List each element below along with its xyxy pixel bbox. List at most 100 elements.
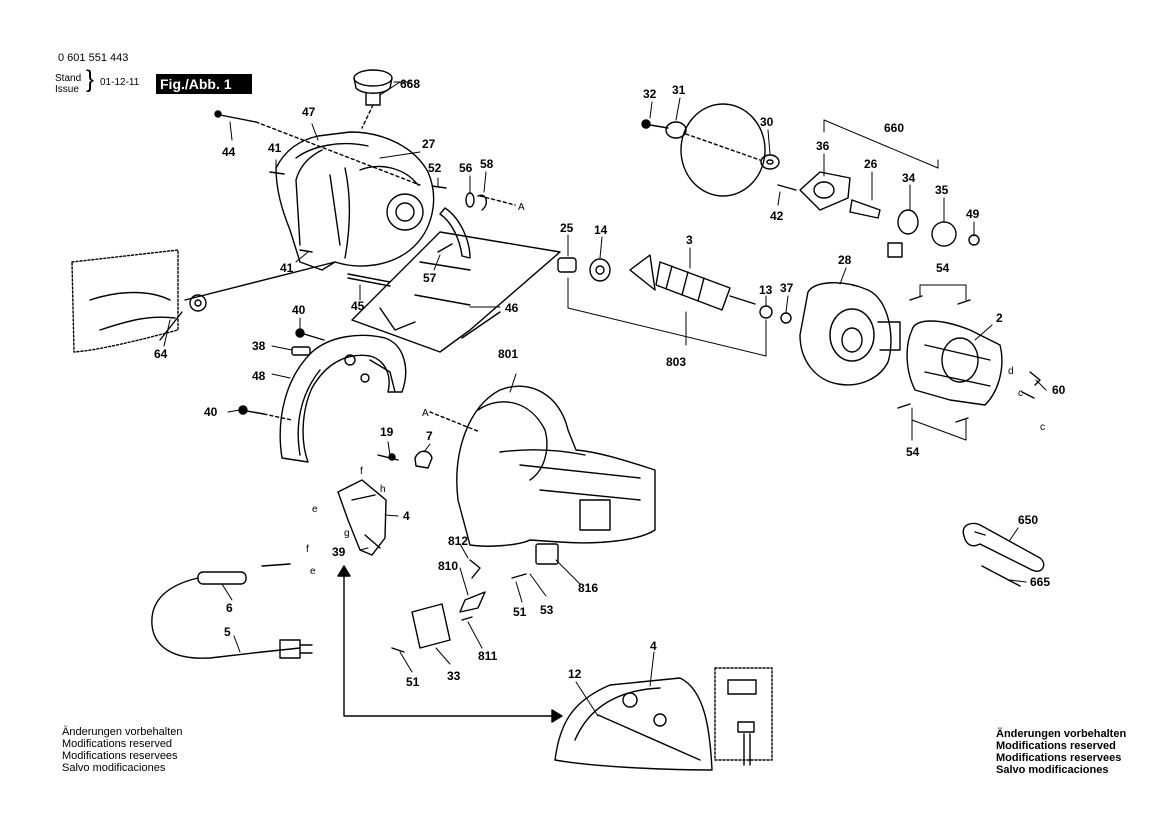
callout-31: 31 — [672, 83, 686, 97]
small-screw-41 — [269, 171, 313, 253]
callout-810: 810 — [438, 559, 458, 573]
callout-34: 34 — [902, 171, 916, 185]
callout-39: 39 — [332, 545, 346, 559]
callout-40-upper: 40 — [292, 303, 306, 317]
note-line: Modifications reserved — [62, 738, 173, 750]
callout-5: 5 — [224, 625, 231, 639]
callout-14: 14 — [594, 223, 608, 237]
callout-6: 6 — [226, 601, 233, 615]
callout-54-lower: 54 — [906, 445, 920, 459]
notes-left: Änderungen vorbehalten Modifications res… — [62, 726, 182, 774]
brace-glyph: } — [86, 66, 95, 93]
callout-41-upper: 41 — [268, 141, 282, 155]
callout-26: 26 — [864, 157, 878, 171]
callout-52: 52 — [428, 161, 442, 175]
letter-e-cable: e — [310, 566, 316, 577]
callout-40-lower: 40 — [204, 405, 218, 419]
washers-52-56-58 — [431, 185, 516, 211]
callout-4-detail: 4 — [650, 639, 657, 653]
callout-811: 811 — [478, 649, 498, 663]
armature-3 — [557, 254, 773, 319]
callout-45: 45 — [351, 299, 365, 313]
callout-32: 32 — [643, 87, 657, 101]
callout-56: 56 — [459, 161, 473, 175]
callout-42: 42 — [770, 209, 784, 223]
callout-28: 28 — [838, 253, 852, 267]
callout-650: 650 — [1018, 513, 1038, 527]
spanner-650-665 — [962, 522, 1045, 587]
callout-labels: 668 47 44 41 27 52 56 58 41 45 46 57 64 … — [154, 77, 1066, 689]
letter-markers: A A f h e g f e d c c — [306, 202, 1045, 577]
knob-668 — [353, 69, 393, 129]
letter-a-upper: A — [518, 202, 525, 213]
callout-51-right: 51 — [513, 605, 527, 619]
callout-60: 60 — [1052, 383, 1066, 397]
letter-h: h — [380, 484, 386, 495]
detail-panel-64 — [71, 249, 336, 353]
letter-e-switch: e — [312, 504, 318, 515]
callout-35: 35 — [935, 183, 949, 197]
callout-803: 803 — [666, 355, 686, 369]
switch-4 — [337, 479, 387, 556]
callout-46: 46 — [505, 301, 519, 315]
detail-panel-4-12 — [554, 667, 773, 771]
callout-48: 48 — [252, 369, 266, 383]
screw-44 — [214, 110, 421, 186]
note-line: Salvo modificaciones — [996, 764, 1109, 776]
callout-27: 27 — [422, 137, 436, 151]
callout-37: 37 — [780, 281, 794, 295]
callout-47: 47 — [302, 105, 316, 119]
callout-57: 57 — [423, 271, 437, 285]
upper-blade-guard — [275, 131, 435, 271]
gasket-31 — [641, 103, 766, 197]
callout-4-switch: 4 — [403, 509, 410, 523]
callout-33: 33 — [447, 669, 461, 683]
callout-12: 12 — [568, 667, 582, 681]
callout-812: 812 — [448, 534, 468, 548]
pointer-arrow — [337, 565, 563, 723]
issue-date: 01-12-11 — [100, 77, 140, 88]
motor-housing-801 — [429, 385, 656, 547]
screws-40-38 — [238, 328, 325, 421]
depth-segment-57 — [437, 207, 471, 259]
callout-801: 801 — [498, 347, 518, 361]
letter-g: g — [344, 528, 350, 539]
field-winding-2 — [897, 295, 1041, 423]
callout-54-upper: 54 — [936, 261, 950, 275]
handle-48 — [279, 334, 407, 463]
callout-53: 53 — [540, 603, 554, 617]
figure-label: Fig./Abb. 1 — [156, 74, 252, 94]
callout-51-left: 51 — [406, 675, 420, 689]
callout-668: 668 — [400, 77, 420, 91]
cover-33 — [391, 603, 451, 653]
callout-58: 58 — [480, 157, 494, 171]
issue-label: Issue — [55, 84, 79, 95]
parallel-guide-45 — [347, 273, 391, 287]
callout-41-lower: 41 — [280, 261, 294, 275]
letter-a-lower: A — [422, 408, 429, 419]
note-line: Modifications reservees — [62, 750, 178, 762]
callout-25: 25 — [560, 221, 574, 235]
callout-660: 660 — [884, 121, 904, 135]
notes-right: Änderungen vorbehalten Modifications res… — [996, 728, 1126, 776]
stand-label: Stand — [55, 73, 82, 84]
note-line: Änderungen vorbehalten — [996, 728, 1127, 740]
callout-2: 2 — [996, 311, 1003, 325]
stand-issue-label: Stand Issue — [55, 73, 81, 95]
callout-816: 816 — [578, 581, 598, 595]
callout-64: 64 — [154, 347, 168, 361]
letter-f-cable: f — [306, 544, 309, 555]
callout-30: 30 — [760, 115, 774, 129]
washer-30 — [760, 154, 780, 170]
gear-housing-36 — [777, 171, 851, 211]
leader-lines — [163, 81, 1047, 717]
callout-38: 38 — [252, 339, 266, 353]
callout-3: 3 — [686, 233, 693, 247]
note-line: Modifications reserved — [996, 740, 1116, 752]
callout-7: 7 — [426, 429, 433, 443]
callout-13: 13 — [759, 283, 773, 297]
letter-c-lower: c — [1040, 422, 1045, 433]
small-parts-810-812-816 — [459, 543, 559, 621]
note-line: Salvo modificaciones — [62, 762, 166, 774]
base-plate-46 — [351, 231, 561, 353]
